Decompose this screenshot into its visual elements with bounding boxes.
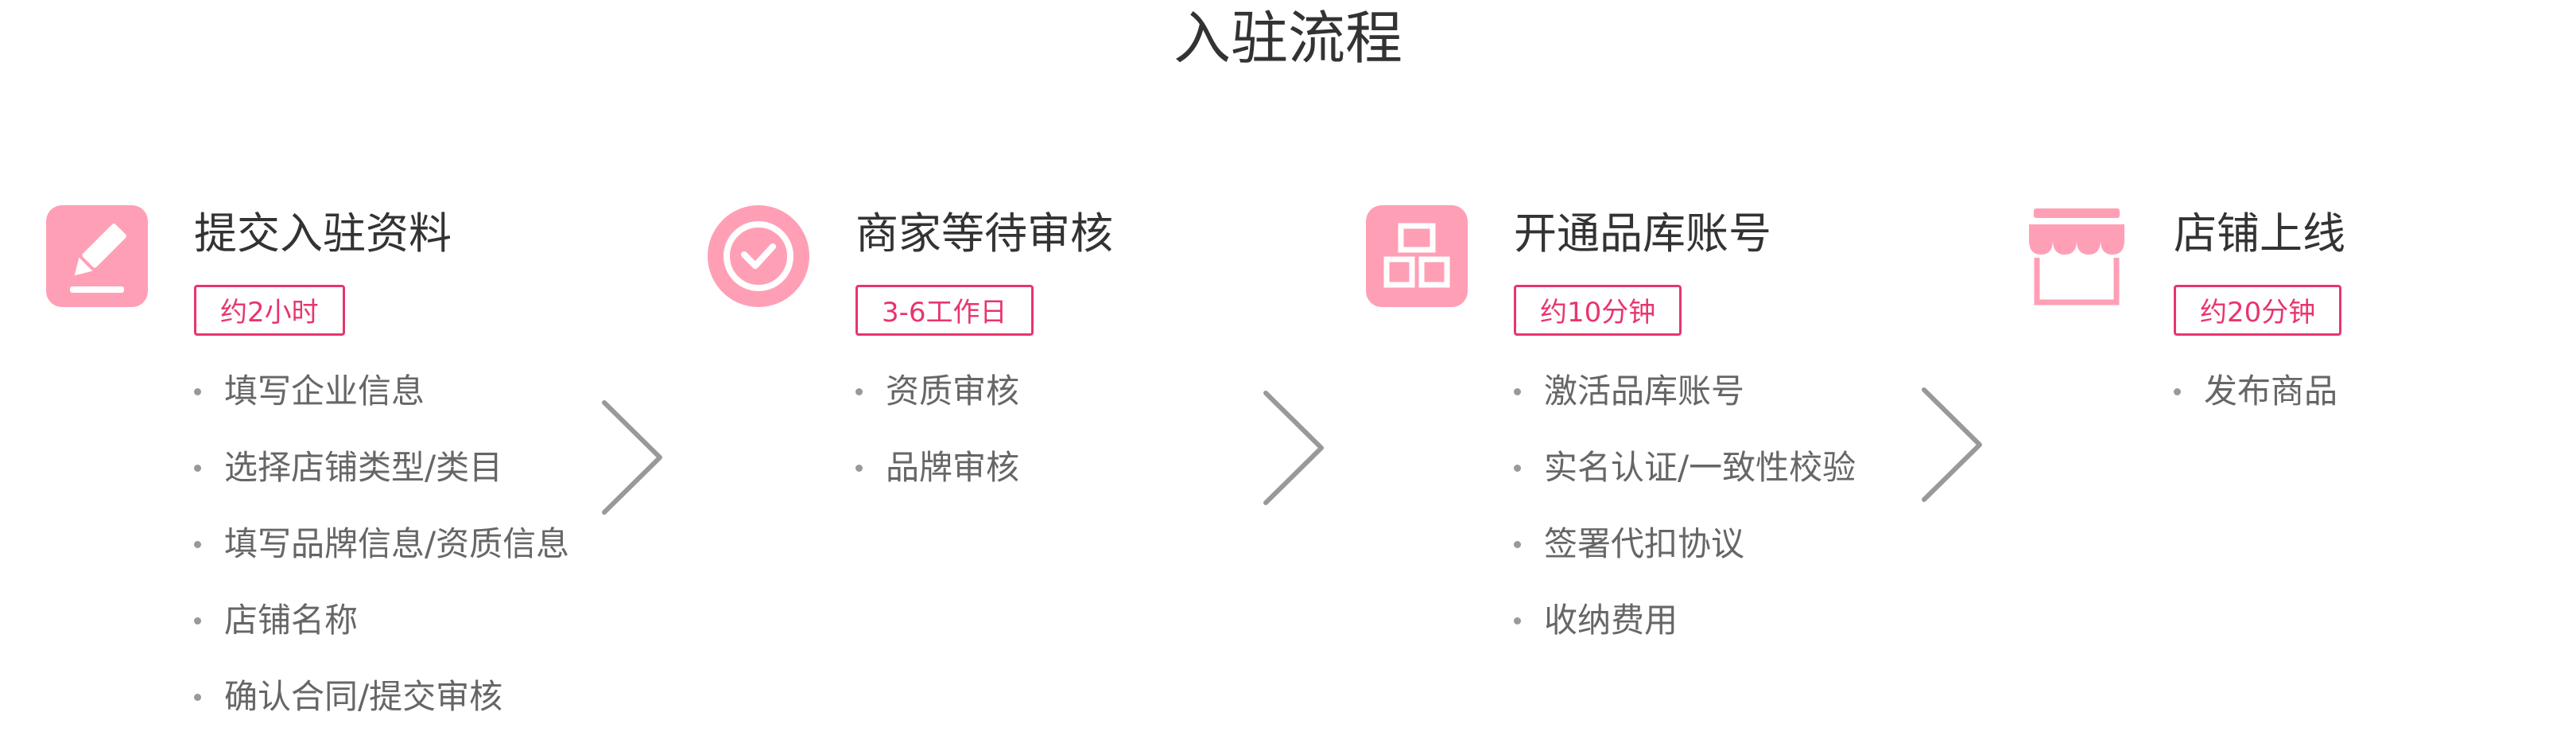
step-items-list: 资质审核 品牌审核	[855, 369, 1301, 490]
step-items-list: 发布商品	[2174, 369, 2576, 414]
list-item: 填写企业信息	[194, 369, 639, 414]
pencil-edit-icon	[46, 205, 148, 307]
list-item: 店铺名称	[194, 598, 639, 643]
list-item: 确认合同/提交审核	[194, 675, 639, 719]
duration-badge: 约2小时	[194, 285, 345, 336]
duration-badge: 3-6工作日	[855, 285, 1034, 336]
clock-icon	[708, 205, 809, 307]
list-item: 收纳费用	[1514, 598, 1959, 643]
list-item: 实名认证/一致性校验	[1514, 446, 1959, 490]
chevron-right-icon	[602, 400, 662, 515]
duration-badge: 约20分钟	[2174, 285, 2342, 336]
list-item: 品牌审核	[855, 446, 1301, 490]
step-title: 提交入驻资料	[194, 208, 452, 259]
duration-badge: 约10分钟	[1514, 285, 1682, 336]
list-item: 选择店铺类型/类目	[194, 446, 639, 490]
list-item: 发布商品	[2174, 369, 2576, 414]
step-items-list: 填写企业信息 选择店铺类型/类目 填写品牌信息/资质信息 店铺名称 确认合同/提…	[194, 369, 639, 719]
step-items-list: 激活品库账号 实名认证/一致性校验 签署代扣协议 收纳费用	[1514, 369, 1959, 643]
step-title: 店铺上线	[2174, 208, 2345, 259]
step-title: 商家等待审核	[855, 208, 1113, 259]
product-library-icon	[1366, 205, 1468, 307]
chevron-right-icon	[1263, 391, 1324, 505]
list-item: 资质审核	[855, 369, 1301, 414]
list-item: 填写品牌信息/资质信息	[194, 522, 639, 566]
storefront-icon	[2026, 205, 2128, 307]
list-item: 激活品库账号	[1514, 369, 1959, 414]
chevron-right-icon	[1922, 387, 1982, 502]
step-title: 开通品库账号	[1514, 208, 1771, 259]
list-item: 签署代扣协议	[1514, 522, 1959, 566]
page-title: 入驻流程	[1173, 5, 1402, 72]
